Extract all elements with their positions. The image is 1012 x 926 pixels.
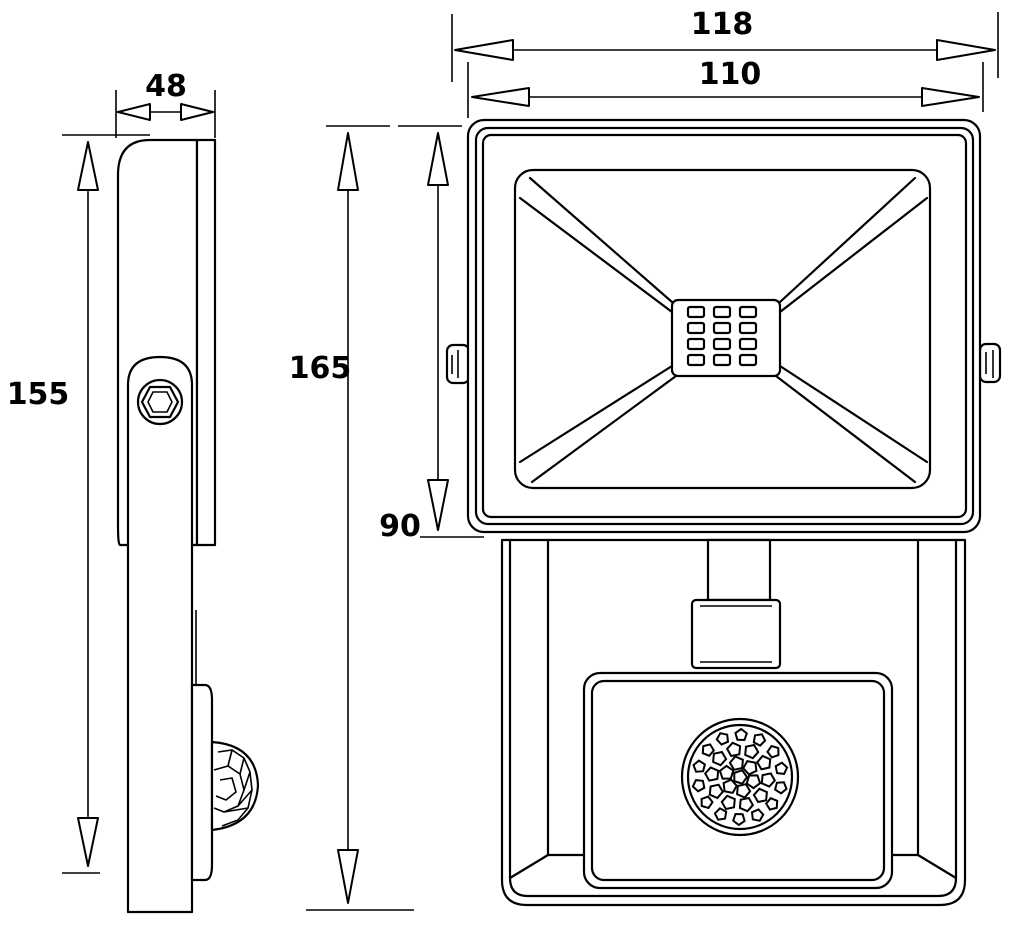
pir-facet: [703, 766, 720, 782]
led-grid: [686, 305, 758, 367]
side-sensor-box: [190, 683, 214, 882]
pir-facet: [773, 781, 788, 795]
pir-facet: [712, 750, 728, 767]
led-chip: [712, 353, 732, 367]
label-155: 155: [7, 377, 70, 412]
label-48: 48: [145, 69, 187, 104]
pir-facet: [725, 741, 742, 758]
pir-facet: [722, 778, 738, 795]
led-chip: [686, 321, 706, 335]
pir-facet: [760, 772, 777, 788]
pir-facet: [708, 783, 725, 800]
led-chip: [686, 305, 706, 319]
dimension-118: 118: [451, 7, 999, 82]
pir-facet: [745, 774, 762, 790]
pir-facet: [732, 812, 746, 827]
pir-facet: [713, 807, 728, 821]
dimension-48: 48: [115, 69, 216, 138]
pir-facet: [718, 764, 735, 780]
pir-sensor-dome-icon: [680, 717, 800, 837]
pir-facet: [736, 783, 752, 799]
right-pivot-knob: [978, 342, 1002, 384]
label-110: 110: [699, 57, 762, 92]
led-chip: [738, 305, 758, 319]
pir-facet: [766, 744, 780, 759]
led-chip: [712, 337, 732, 351]
pir-facet: [752, 733, 767, 747]
dimension-90: 90: [379, 125, 484, 544]
side-view: [116, 138, 260, 914]
led-chip: [712, 305, 732, 319]
sensor-joint: [690, 598, 782, 670]
pir-facet: [715, 732, 730, 746]
pir-facet: [755, 754, 772, 771]
led-chip: [738, 353, 758, 367]
pir-facet: [738, 796, 755, 813]
label-90: 90: [379, 509, 421, 544]
pir-facet: [750, 808, 765, 822]
pir-facet: [764, 797, 779, 811]
pir-facet: [734, 727, 748, 742]
side-front-plate: [195, 138, 217, 547]
sensor-neck: [706, 538, 772, 602]
dimension-155: 155: [7, 134, 150, 874]
label-165: 165: [289, 351, 352, 386]
pir-facet: [720, 794, 736, 811]
pir-facet: [742, 759, 758, 776]
pir-facet: [752, 787, 768, 804]
pir-facet: [691, 779, 706, 793]
pir-facet: [744, 743, 760, 760]
pir-facet: [700, 795, 714, 810]
led-chip: [686, 353, 706, 367]
pir-facet: [728, 755, 744, 771]
front-view: [445, 118, 1002, 907]
led-chip: [712, 321, 732, 335]
led-chip: [738, 321, 758, 335]
dimension-165: 165: [289, 125, 414, 911]
led-chip: [686, 337, 706, 351]
pir-facet: [733, 769, 749, 785]
led-chip: [738, 337, 758, 351]
pir-facet: [692, 759, 707, 773]
pir-facet: [701, 743, 716, 757]
dimension-110: 110: [467, 57, 984, 118]
label-118: 118: [691, 7, 754, 42]
pir-facet: [774, 761, 789, 775]
side-bracket: [126, 355, 194, 914]
